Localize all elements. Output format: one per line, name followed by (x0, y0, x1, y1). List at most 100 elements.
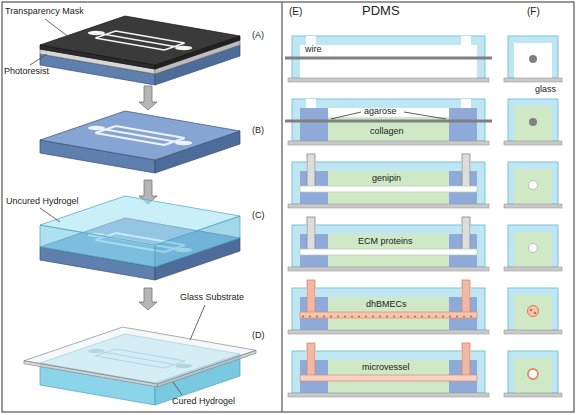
leader-line (331, 112, 361, 119)
panel-letter: (D) (252, 330, 265, 340)
cell-dot (316, 315, 318, 317)
pdms-housing (292, 162, 485, 204)
port-tube (462, 217, 470, 252)
cell-dot (428, 315, 430, 317)
microvessel-section (528, 369, 538, 379)
process-arrow (139, 86, 157, 110)
part-label: genipin (372, 173, 401, 183)
glass-slide (504, 393, 562, 397)
pdms-section (508, 99, 558, 141)
part-label: dhBMECs (366, 299, 407, 309)
pdms-section (508, 36, 558, 78)
wire-section (529, 55, 537, 63)
pdms-cavity (300, 234, 477, 267)
leader-line (404, 112, 446, 119)
pdms-cavity (300, 297, 477, 330)
cell-dot (393, 315, 395, 317)
cell-dot (421, 315, 423, 317)
cell-dot (530, 309, 532, 311)
channel-section (529, 244, 538, 253)
glass-slide (288, 267, 489, 271)
glass-slide (504, 330, 562, 334)
pdms-section (508, 225, 558, 267)
gel-section (514, 106, 552, 141)
port-tube (307, 343, 315, 378)
gel-section (514, 43, 552, 78)
pdms-cavity (300, 171, 477, 204)
agarose-block (449, 108, 477, 141)
cell-dot (372, 315, 374, 317)
cell-dot (400, 315, 402, 317)
cell-dot (470, 315, 472, 317)
cell-dot (323, 315, 325, 317)
leader-line (173, 382, 182, 395)
part-label: agarose (364, 106, 397, 116)
part-label: Transparency Mask (5, 6, 84, 16)
channel (300, 375, 477, 381)
channel-pattern (79, 28, 201, 53)
glass-slide (504, 267, 562, 271)
channel (300, 312, 477, 318)
part-label: Photoresist (4, 66, 49, 76)
leader-line (40, 208, 60, 222)
panel-letter: (B) (252, 125, 264, 135)
process-arrow (139, 288, 157, 310)
cell-dot (302, 315, 304, 317)
port-tube (307, 217, 315, 252)
port-tube (462, 280, 470, 315)
leader-line (45, 19, 70, 38)
part-label: Uncured Hydrogel (6, 196, 79, 206)
panel-letter: (E) (289, 6, 302, 18)
channel (300, 249, 477, 255)
patterned-wafer-top (40, 111, 240, 160)
cell-dot (309, 315, 311, 317)
cell-dot (386, 315, 388, 317)
gel-section (514, 295, 552, 330)
glass-slide (504, 78, 562, 82)
pdms-port (461, 36, 471, 45)
cell-dot (337, 315, 339, 317)
part-label: Glass Substrate (180, 292, 244, 302)
pdms-port (306, 36, 316, 45)
glass-slide (288, 141, 489, 145)
part-label: ECM proteins (358, 236, 413, 246)
port-tube (307, 154, 315, 189)
cell-dot (449, 315, 451, 317)
panel-divider (281, 2, 282, 412)
glass-slide (288, 393, 489, 397)
cell-dot (463, 315, 465, 317)
panel-letter: (F) (527, 6, 540, 18)
transparency-mask-top (40, 16, 240, 65)
pdms-section (508, 162, 558, 204)
pdms-port (461, 99, 471, 108)
pdms-section (508, 351, 558, 393)
glass-substrate-top (24, 327, 256, 384)
pdms-housing (292, 351, 485, 393)
pdms-cavity (300, 45, 477, 78)
wire (285, 57, 492, 60)
port-hole (172, 140, 196, 146)
pdms-section (508, 288, 558, 330)
leader-line (30, 54, 47, 65)
cell-dot (414, 315, 416, 317)
part-label: wire (305, 44, 322, 54)
port-hole (84, 125, 108, 131)
cell-dot (358, 315, 360, 317)
glass-slide (288, 204, 489, 208)
channel-pattern (79, 123, 201, 148)
glass-slide (288, 330, 489, 334)
gel-section (514, 358, 552, 393)
port-hole (84, 30, 108, 36)
port-tube (462, 343, 470, 378)
cell-dot (365, 315, 367, 317)
glass-slide (504, 141, 562, 145)
wire (285, 120, 492, 123)
channel (300, 186, 477, 192)
port-hole (172, 45, 196, 51)
cell-seeded-section (528, 306, 539, 317)
port-tube (462, 154, 470, 189)
cell-dot (330, 315, 332, 317)
cell-dot (351, 315, 353, 317)
